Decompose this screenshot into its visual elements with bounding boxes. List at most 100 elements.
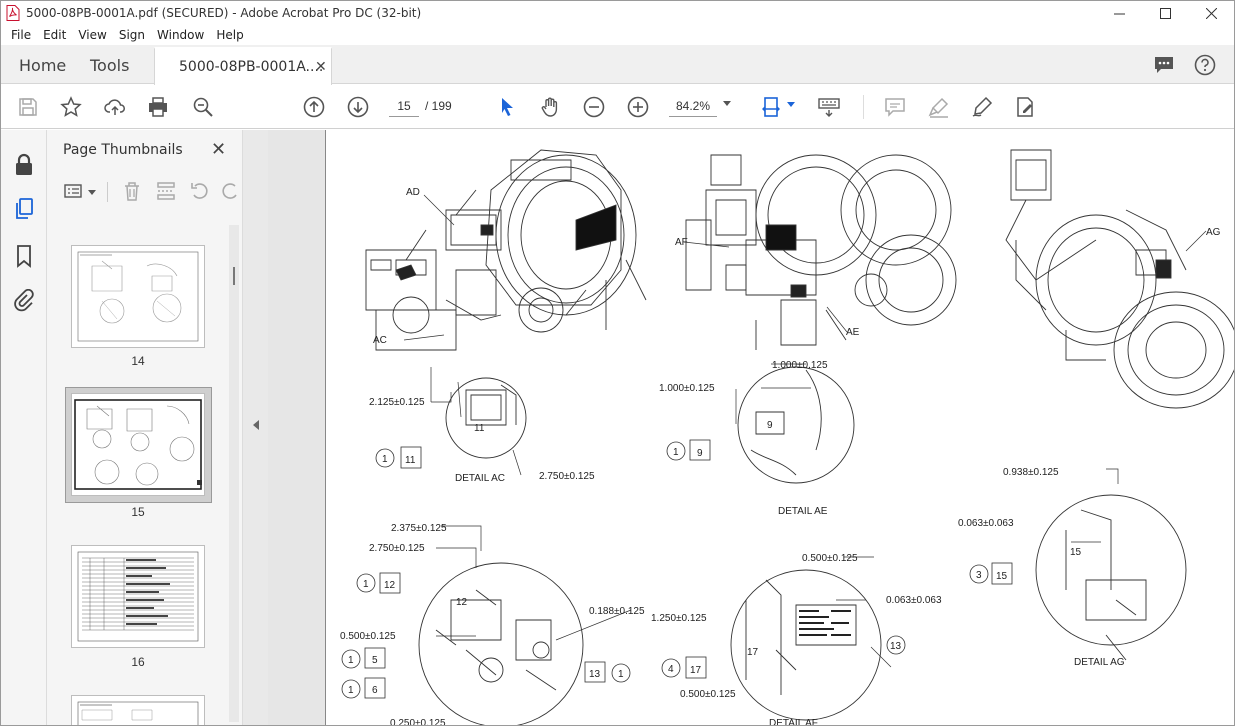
star-icon xyxy=(60,96,82,117)
rotate-clockwise-icon[interactable] xyxy=(219,180,241,202)
select-tool-button[interactable] xyxy=(495,95,519,119)
fit-dropdown-arrow-icon[interactable] xyxy=(787,102,795,107)
options-menu-icon[interactable] xyxy=(63,180,85,202)
detail-title-ac: DETAIL AC xyxy=(455,473,505,484)
dim-af-1: 0.500±0.125 xyxy=(802,553,858,564)
tab-document[interactable]: 5000-08PB-0001A.... ✕ xyxy=(154,47,332,85)
plate-number: 12 xyxy=(456,597,468,608)
maximize-button[interactable] xyxy=(1142,1,1188,25)
thumbnail-scrollbar[interactable] xyxy=(229,225,239,722)
detail-ad-circle xyxy=(418,562,584,725)
help-icon[interactable] xyxy=(1194,54,1216,76)
maximize-icon xyxy=(1159,7,1171,19)
save-button[interactable] xyxy=(16,95,40,119)
thumbnail-page-16[interactable] xyxy=(71,545,205,648)
detail-af-circle xyxy=(730,569,882,721)
bookmark-icon[interactable] xyxy=(12,244,36,268)
page-total-label: / 199 xyxy=(425,99,452,113)
tag-number: 12 xyxy=(384,580,396,591)
zoom-search-icon xyxy=(193,97,213,117)
zoom-in-button[interactable] xyxy=(626,95,650,119)
previous-page-button[interactable] xyxy=(302,95,326,119)
fit-width-icon xyxy=(762,97,780,117)
thumbnail-page-17[interactable] xyxy=(71,695,205,725)
delete-page-icon[interactable] xyxy=(121,180,143,202)
tag-number: 17 xyxy=(690,665,702,676)
thumbnail-page-14[interactable] xyxy=(71,245,205,348)
machine-drawing-middle xyxy=(685,154,957,350)
dim-ag-top: 0.938±0.125 xyxy=(1003,467,1059,478)
printer-icon xyxy=(149,97,167,117)
main-toolbar: / 199 xyxy=(1,85,1234,129)
tag-number: 9 xyxy=(697,448,703,459)
lock-icon[interactable] xyxy=(12,152,36,176)
title-bar: 5000-08PB-0001A.pdf (SECURED) - Adobe Ac… xyxy=(1,1,1234,25)
plate-number: 9 xyxy=(767,420,773,431)
options-dropdown-icon[interactable] xyxy=(88,190,96,195)
scroll-mode-button[interactable] xyxy=(817,95,841,119)
dim-ad-2: 2.750±0.125 xyxy=(369,543,425,554)
dim-af-3: 1.250±0.125 xyxy=(651,613,707,624)
menu-help[interactable]: Help xyxy=(216,28,244,42)
menu-file[interactable]: File xyxy=(11,28,32,42)
attachment-paperclip-icon[interactable] xyxy=(12,289,36,313)
detail-ae-circle xyxy=(737,366,855,484)
thumbnail-page-15[interactable] xyxy=(71,393,205,496)
zoom-out-button[interactable] xyxy=(582,95,606,119)
rotate-counterclockwise-icon[interactable] xyxy=(189,180,211,202)
plate-number: 17 xyxy=(747,647,759,658)
document-tab-label: 5000-08PB-0001A.... xyxy=(179,59,324,75)
close-tab-icon[interactable]: ✕ xyxy=(315,58,327,74)
panel-collapse-handle[interactable] xyxy=(243,130,268,725)
minimize-button[interactable] xyxy=(1096,1,1142,25)
bookmark-star-button[interactable] xyxy=(59,95,83,119)
edit-pdf-button[interactable] xyxy=(1013,95,1037,119)
item-bubble: 1 xyxy=(363,579,369,590)
page-thumbnails-icon[interactable] xyxy=(12,197,36,221)
comment-bubble-icon[interactable] xyxy=(1153,54,1175,76)
thumbnail-page-label: 15 xyxy=(131,505,145,519)
close-window-button[interactable] xyxy=(1188,1,1234,25)
zoom-dropdown-arrow-icon[interactable] xyxy=(723,101,731,106)
dim-af-4: 0.500±0.125 xyxy=(680,689,736,700)
next-page-button[interactable] xyxy=(346,95,370,119)
left-navigation-rail xyxy=(1,130,47,725)
upload-button[interactable] xyxy=(103,95,127,119)
tab-home[interactable]: Home xyxy=(19,56,67,75)
dim-ad-4: 0.500±0.125 xyxy=(340,631,396,642)
plate-number: 15 xyxy=(1070,547,1082,558)
arrow-down-circle-icon xyxy=(347,96,369,118)
collapse-arrow-icon xyxy=(253,420,259,430)
technical-drawing: AD AC AF AE AG DETAIL AC DETAIL AE DETAI… xyxy=(340,149,1234,725)
print-button[interactable] xyxy=(146,95,170,119)
item-bubble: 3 xyxy=(976,570,982,581)
dim-af-2: 0.063±0.063 xyxy=(886,595,942,606)
thumbnail-page-label: 14 xyxy=(131,354,145,368)
close-panel-icon[interactable]: ✕ xyxy=(211,139,227,159)
menu-view[interactable]: View xyxy=(78,28,107,42)
keyboard-scroll-icon xyxy=(818,98,840,117)
close-icon xyxy=(1205,7,1217,19)
sign-button[interactable] xyxy=(970,95,994,119)
find-button[interactable] xyxy=(191,95,215,119)
dim-ad-1: 2.375±0.125 xyxy=(391,523,447,534)
fit-page-button[interactable] xyxy=(761,95,785,119)
item-bubble: 1 xyxy=(618,669,624,680)
tab-tools[interactable]: Tools xyxy=(90,56,130,75)
document-viewer[interactable]: AD AC AF AE AG DETAIL AC DETAIL AE DETAI… xyxy=(268,130,1234,725)
menu-edit[interactable]: Edit xyxy=(43,28,67,42)
insert-page-icon[interactable] xyxy=(155,180,177,202)
page-number-input[interactable] xyxy=(389,95,419,117)
highlight-button[interactable] xyxy=(927,95,951,119)
hand-tool-button[interactable] xyxy=(538,95,562,119)
zoom-level-input[interactable] xyxy=(669,95,717,117)
tag-number: 11 xyxy=(405,455,416,466)
menu-sign[interactable]: Sign xyxy=(118,28,146,42)
scrollbar-thumb[interactable] xyxy=(233,267,235,285)
callout-af: AF xyxy=(675,237,688,248)
dim-ac-top: 2.125±0.125 xyxy=(369,397,425,408)
comment-button[interactable] xyxy=(883,95,907,119)
menu-window[interactable]: Window xyxy=(157,28,205,42)
dim-ag-left: 0.063±0.063 xyxy=(958,518,1014,529)
